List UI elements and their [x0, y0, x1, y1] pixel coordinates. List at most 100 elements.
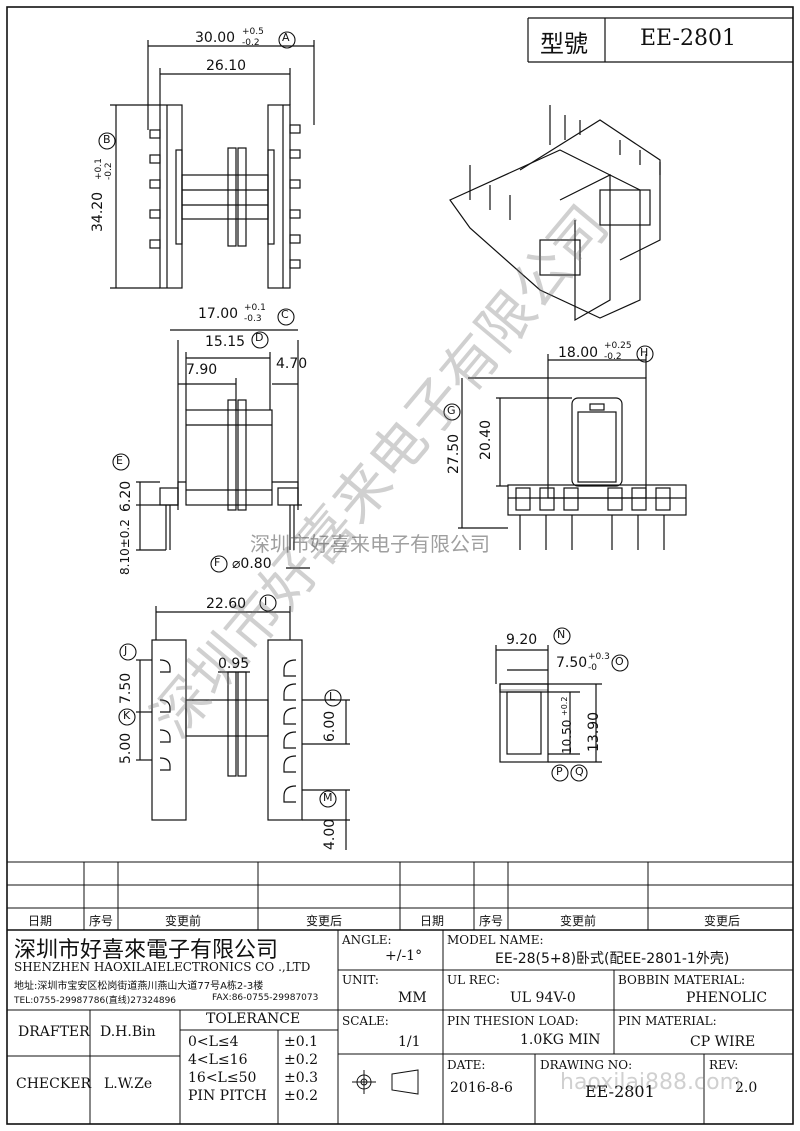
dim-b-tag: B	[103, 133, 111, 146]
dim-p-value: 10.50	[560, 719, 574, 754]
dim-o-value: 7.50	[556, 655, 588, 671]
dim-c-tol-up: +0.1	[244, 303, 266, 313]
checker-label: CHECKER	[16, 1076, 92, 1092]
dim-g-tag: G	[447, 404, 456, 417]
dim-i-value: 22.60	[206, 596, 247, 612]
dim-o-tol-dn: -0	[588, 663, 597, 673]
dim-e-tag: E	[116, 454, 123, 467]
company-name-cn: 深圳市好喜來電子有限公司	[14, 938, 279, 963]
dim-b-tol: +0.1	[94, 158, 104, 180]
dim-h-tol-dn: -0.2	[604, 352, 622, 362]
dim-n-tag: N	[557, 628, 566, 641]
dim-m-value: 4.00	[322, 818, 338, 850]
pin-load-value: 1.0KG MIN	[520, 1032, 601, 1048]
dim-b-value: 34.20	[90, 191, 106, 232]
dim-0-95: 0.95	[218, 656, 250, 672]
dim-k-tag: K	[123, 709, 131, 722]
pin-material-label: PIN MATERIAL:	[618, 1014, 717, 1028]
projection-symbol	[350, 1066, 422, 1098]
dim-h-value: 18.00	[558, 345, 599, 361]
bobbin-material-value: PHENOLIC	[686, 990, 768, 1006]
drawing-no-value: EE-2801	[585, 1082, 655, 1101]
bobbin-material-label: BOBBIN MATERIAL:	[618, 973, 746, 987]
rev-label: REV:	[709, 1058, 739, 1072]
rev-col-after-1: 变更后	[306, 914, 343, 928]
tol-range-4: PIN PITCH	[188, 1088, 267, 1104]
dim-20-40: 20.40	[478, 419, 494, 460]
date-value: 2016-8-6	[450, 1080, 513, 1096]
model-name-label: MODEL NAME:	[447, 933, 544, 947]
scale-value: 1/1	[398, 1034, 421, 1050]
dim-l-value: 6.00	[322, 710, 338, 742]
company-address: 地址:深圳市宝安区松岗街道燕川燕山大道77号A栋2-3楼	[14, 981, 264, 992]
dim-a-value: 30.00	[195, 30, 236, 46]
dim-c-tag: C	[281, 308, 289, 321]
company-name-en: SHENZHEN HAOXILAIELECTRONICS CO .,LTD	[14, 960, 311, 974]
rev-col-seq-1: 序号	[89, 914, 114, 928]
unit-value: MM	[398, 990, 427, 1006]
type-label: 型號	[540, 30, 588, 58]
date-label: DATE:	[447, 1058, 486, 1072]
rev-col-date-1: 日期	[28, 914, 53, 928]
drafter-label: DRAFTER	[18, 1024, 90, 1040]
scale-label: SCALE:	[342, 1014, 389, 1028]
dim-i-tag: I	[264, 595, 268, 608]
pin-load-label: PIN THESION LOAD:	[447, 1014, 579, 1028]
rev-value: 2.0	[735, 1080, 758, 1096]
dim-k-value: 5.00	[118, 732, 134, 764]
dim-c-value: 17.00	[198, 306, 239, 322]
tol-value-2: ±0.2	[284, 1052, 318, 1068]
rev-col-before-1: 变更前	[165, 914, 202, 928]
dim-d-tag: D	[255, 331, 264, 344]
dim-l-tag: L	[329, 690, 336, 703]
tol-value-3: ±0.3	[284, 1070, 318, 1086]
dim-26-10: 26.10	[206, 58, 247, 74]
dim-j-value: 7.50	[118, 672, 134, 704]
dim-a-tag: A	[282, 31, 290, 44]
company-fax: FAX:86-0755-29987073	[212, 993, 319, 1003]
dim-b-tol-dn: -0.2	[104, 162, 114, 180]
model-number: EE-2801	[640, 26, 736, 51]
dim-8-10: 8.10±0.2	[118, 519, 132, 575]
dim-o-tag: O	[615, 655, 624, 668]
pin-material-value: CP WIRE	[690, 1034, 756, 1050]
dim-e-value: 6.20	[118, 480, 134, 512]
rev-col-before-2: 变更前	[560, 914, 597, 928]
dim-4-70: 4.70	[276, 356, 308, 372]
dim-n-value: 9.20	[506, 632, 538, 648]
ul-rec-label: UL REC:	[447, 973, 500, 987]
dim-h-tag: H	[640, 346, 649, 359]
drawing-no-label: DRAWING NO:	[540, 1058, 633, 1072]
rev-col-after-2: 变更后	[704, 914, 741, 928]
model-name-value: EE-28(5+8)卧式(配EE-2801-1外壳)	[495, 951, 730, 967]
tolerance-title: TOLERANCE	[206, 1011, 301, 1027]
dim-a-tol-dn: -0.2	[242, 38, 260, 48]
tol-range-2: 4<L≤16	[188, 1052, 248, 1068]
rev-col-date-2: 日期	[420, 914, 445, 928]
rev-col-seq-2: 序号	[479, 914, 504, 928]
checker-value: L.W.Ze	[104, 1076, 153, 1092]
dim-a-tol-up: +0.5	[242, 27, 264, 37]
tol-range-3: 16<L≤50	[188, 1070, 257, 1086]
dim-q-value: 13.90	[586, 711, 602, 752]
dim-g-value: 27.50	[446, 433, 462, 474]
dim-h-tol-up: +0.25	[604, 341, 632, 351]
unit-label: UNIT:	[342, 973, 379, 987]
dim-m-tag: M	[323, 791, 333, 804]
dim-o-tol-up: +0.3	[588, 652, 610, 662]
company-tel: TEL:0755-29987786(直线)27324896	[14, 996, 177, 1006]
drafter-value: D.H.Bin	[100, 1024, 156, 1040]
watermark-center: 深圳市好喜来电子有限公司	[250, 532, 490, 556]
ul-rec-value: UL 94V-0	[510, 990, 576, 1006]
watermark-site: haoxilai888.com	[560, 1070, 742, 1095]
dim-p-tol: +0.2	[560, 696, 569, 716]
dim-p-tag: P	[556, 765, 563, 778]
dim-f-tag: F	[214, 556, 221, 569]
tol-value-4: ±0.2	[284, 1088, 318, 1104]
tol-range-1: 0<L≤4	[188, 1034, 239, 1050]
dim-7-90: 7.90	[186, 362, 218, 378]
dim-q-tag: Q	[575, 765, 584, 778]
dim-j-tag: J	[124, 644, 128, 657]
tol-value-1: ±0.1	[284, 1034, 318, 1050]
